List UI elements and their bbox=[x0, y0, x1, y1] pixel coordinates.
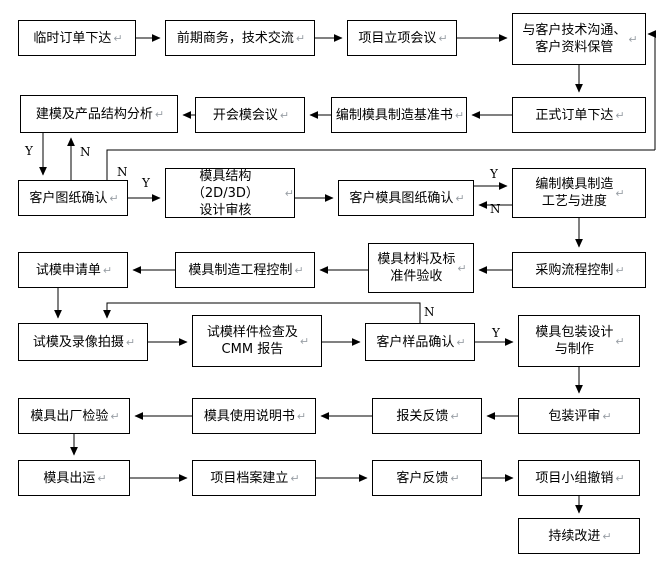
node-编制模具制造基准书[interactable]: 编制模具制造基准书↵ bbox=[331, 97, 467, 133]
node-label: 模具使用说明书 bbox=[203, 408, 295, 424]
node-客户样品确认[interactable]: 客户样品确认↵ bbox=[365, 323, 475, 361]
node-label: 前期商务，技术交流 bbox=[176, 30, 294, 46]
node-label: 模具制造工程控制 bbox=[188, 262, 293, 278]
node-label: 客户反馈 bbox=[396, 470, 449, 486]
node-label: 临时订单下达 bbox=[33, 30, 112, 46]
pilcrow-mark: ↵ bbox=[615, 471, 625, 485]
node-label: 正式订单下达 bbox=[535, 107, 614, 123]
node-客户模具图纸确认[interactable]: 客户模具图纸确认↵ bbox=[338, 180, 474, 216]
edge-label-yes-1: Y bbox=[25, 144, 33, 158]
node-label: 客户样品确认 bbox=[376, 334, 455, 350]
pilcrow-mark: ↵ bbox=[628, 32, 638, 46]
node-模具包装设计与制作[interactable]: 模具包装设计 与制作↵ bbox=[518, 315, 640, 367]
node-客户图纸确认[interactable]: 客户图纸确认↵ bbox=[18, 180, 128, 216]
node-开会模会议[interactable]: 开会模会议↵ bbox=[195, 97, 305, 133]
node-编制模具制造工艺与进度[interactable]: 编制模具制造 工艺与进度↵ bbox=[512, 168, 646, 218]
pilcrow-mark: ↵ bbox=[295, 31, 306, 45]
node-试模及录像拍摄[interactable]: 试模及录像拍摄↵ bbox=[18, 323, 148, 361]
node-包装评审[interactable]: 包装评审↵ bbox=[518, 398, 640, 434]
pilcrow-mark: ↵ bbox=[456, 335, 466, 349]
pilcrow-mark: ↵ bbox=[615, 334, 625, 348]
node-项目档案建立[interactable]: 项目档案建立↵ bbox=[192, 460, 316, 496]
pilcrow-mark: ↵ bbox=[279, 108, 290, 122]
node-模具制造工程控制[interactable]: 模具制造工程控制↵ bbox=[175, 252, 315, 288]
edge-label-no-3: N bbox=[490, 202, 501, 216]
node-临时订单下达[interactable]: 临时订单下达↵ bbox=[18, 20, 136, 56]
node-label: 模具包装设计 与制作 bbox=[535, 325, 614, 357]
node-label: 模具结构（2D/3D） 设计审核 bbox=[191, 168, 259, 218]
pilcrow-mark: ↵ bbox=[299, 334, 310, 348]
pilcrow-mark: ↵ bbox=[457, 261, 467, 275]
pilcrow-mark: ↵ bbox=[154, 107, 165, 121]
node-label: 包装评审 bbox=[548, 408, 601, 424]
node-label: 持续改进 bbox=[548, 528, 601, 544]
node-建模及产品结构分析[interactable]: 建模及产品结构分析↵ bbox=[20, 95, 178, 133]
node-label: 试模申请单 bbox=[35, 262, 101, 278]
pilcrow-mark: ↵ bbox=[615, 186, 625, 200]
pilcrow-mark: ↵ bbox=[450, 471, 460, 485]
pilcrow-mark: ↵ bbox=[284, 186, 294, 200]
node-项目立项会议[interactable]: 项目立项会议↵ bbox=[347, 20, 457, 56]
node-正式订单下达[interactable]: 正式订单下达↵ bbox=[512, 97, 646, 133]
node-label: 开会模会议 bbox=[212, 107, 278, 123]
pilcrow-mark: ↵ bbox=[113, 31, 123, 45]
node-模具使用说明书[interactable]: 模具使用说明书↵ bbox=[192, 398, 316, 434]
pilcrow-mark: ↵ bbox=[615, 263, 625, 277]
pilcrow-mark: ↵ bbox=[450, 409, 460, 423]
pilcrow-mark: ↵ bbox=[438, 31, 448, 45]
pilcrow-mark: ↵ bbox=[109, 191, 119, 205]
node-label: 试模样件检查及 CMM 报告 bbox=[206, 325, 298, 357]
edge-label-no-1: N bbox=[80, 145, 91, 159]
node-模具结构设计审核[interactable]: 模具结构（2D/3D） 设计审核 ↵ bbox=[165, 168, 295, 218]
pilcrow-mark: ↵ bbox=[110, 409, 120, 423]
node-label: 客户模具图纸确认 bbox=[349, 190, 454, 206]
pilcrow-mark: ↵ bbox=[454, 108, 465, 122]
pilcrow-mark: ↵ bbox=[102, 263, 113, 277]
node-采购流程控制[interactable]: 采购流程控制↵ bbox=[512, 252, 646, 288]
node-label: 试模及录像拍摄 bbox=[32, 334, 124, 350]
edge-label-no-4: N bbox=[424, 305, 435, 319]
pilcrow-mark: ↵ bbox=[615, 108, 625, 122]
node-与客户技术沟通客户资料保管[interactable]: 与客户技术沟通、 客户资料保管↵ bbox=[512, 13, 646, 65]
node-label: 客户图纸确认 bbox=[29, 190, 108, 206]
pilcrow-mark: ↵ bbox=[125, 335, 136, 349]
edge-loop-right-trunk bbox=[651, 33, 656, 150]
node-持续改进[interactable]: 持续改进↵ bbox=[518, 518, 640, 554]
node-报关反馈[interactable]: 报关反馈↵ bbox=[372, 398, 482, 434]
node-模具材料及标准件验收[interactable]: 模具材料及标 准件验收↵ bbox=[368, 243, 474, 293]
node-label: 编制模具制造 工艺与进度 bbox=[535, 177, 614, 209]
pilcrow-mark: ↵ bbox=[97, 471, 107, 485]
pilcrow-mark: ↵ bbox=[602, 529, 612, 543]
node-label: 建模及产品结构分析 bbox=[35, 106, 153, 122]
node-label: 项目档案建立 bbox=[210, 470, 289, 486]
node-label: 模具出运 bbox=[43, 470, 96, 486]
node-试模样件检查及CMM报告[interactable]: 试模样件检查及 CMM 报告↵ bbox=[192, 315, 322, 367]
node-label: 报关反馈 bbox=[396, 408, 449, 424]
node-模具出运[interactable]: 模具出运↵ bbox=[18, 460, 130, 496]
pilcrow-mark: ↵ bbox=[296, 409, 307, 423]
pilcrow-mark: ↵ bbox=[294, 263, 304, 277]
node-项目小组撤销[interactable]: 项目小组撤销↵ bbox=[518, 460, 640, 496]
edge-label-no-2: N bbox=[117, 165, 128, 179]
node-label: 项目小组撤销 bbox=[535, 470, 614, 486]
edge-label-yes-3: Y bbox=[490, 167, 498, 181]
edge-label-yes-2: Y bbox=[142, 176, 150, 190]
node-label: 与客户技术沟通、 客户资料保管 bbox=[522, 23, 627, 55]
node-label: 项目立项会议 bbox=[358, 30, 437, 46]
edge-label-yes-4: Y bbox=[492, 326, 500, 340]
node-label: 编制模具制造基准书 bbox=[335, 107, 453, 123]
node-label: 采购流程控制 bbox=[535, 262, 614, 278]
node-试模申请单[interactable]: 试模申请单↵ bbox=[18, 252, 128, 288]
node-label: 模具材料及标 准件验收 bbox=[377, 252, 456, 284]
node-label: 模具出厂检验 bbox=[30, 408, 109, 424]
pilcrow-mark: ↵ bbox=[602, 409, 612, 423]
node-模具出厂检验[interactable]: 模具出厂检验↵ bbox=[18, 398, 130, 434]
node-前期商务技术交流[interactable]: 前期商务，技术交流↵ bbox=[165, 20, 315, 56]
node-客户反馈[interactable]: 客户反馈↵ bbox=[372, 460, 482, 496]
pilcrow-mark: ↵ bbox=[455, 191, 465, 205]
pilcrow-mark: ↵ bbox=[290, 471, 300, 485]
